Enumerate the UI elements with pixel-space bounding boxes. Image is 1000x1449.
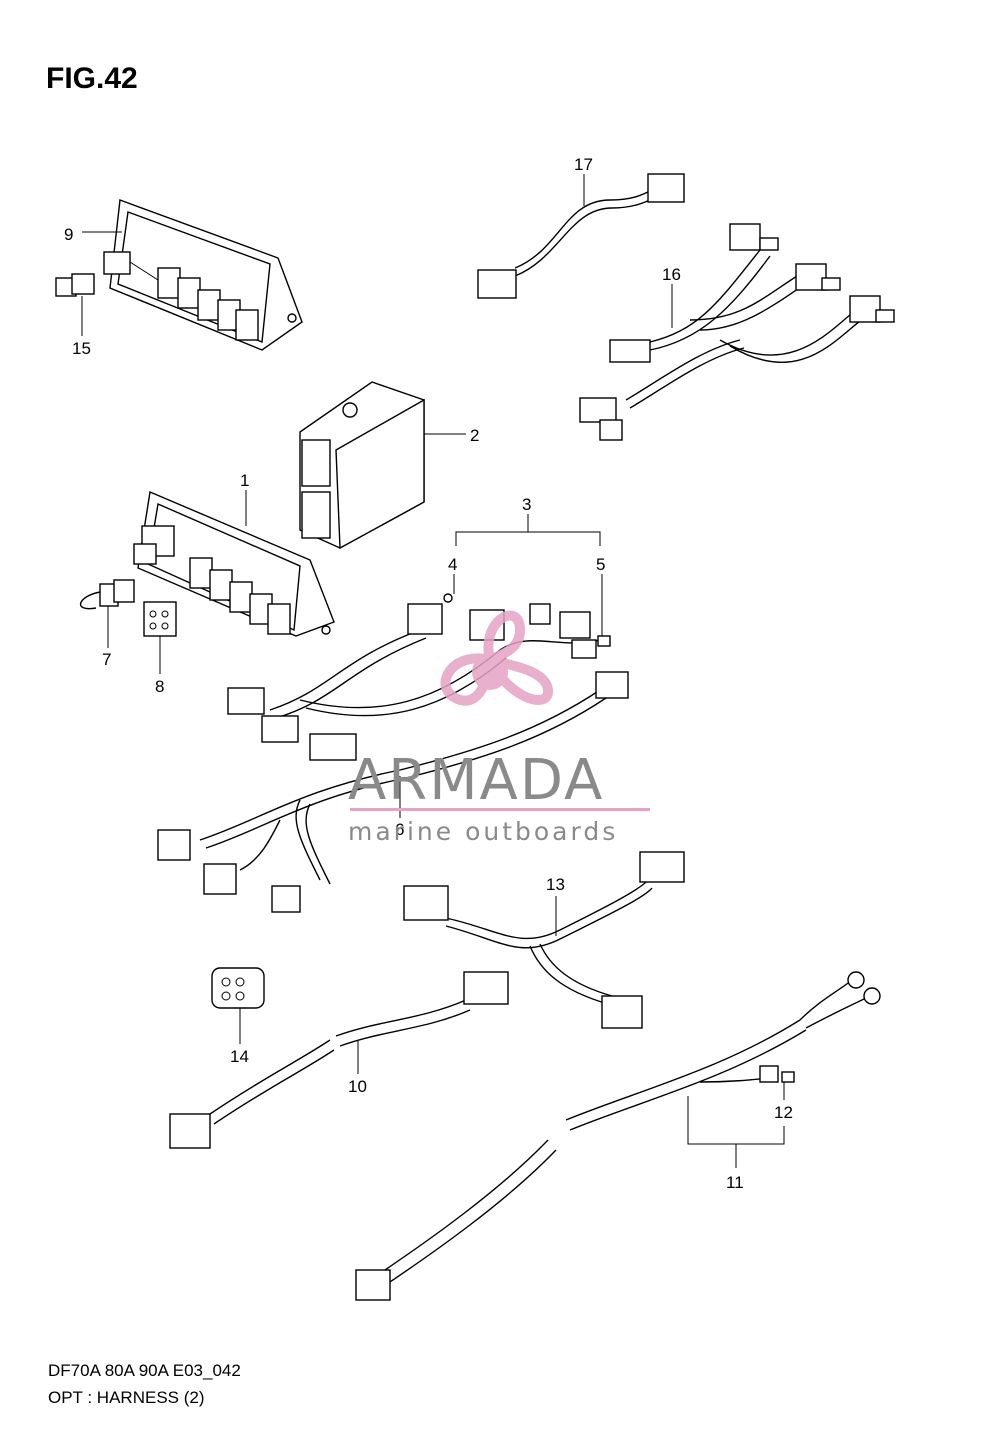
part-2-control-module [299,381,425,550]
callout-9: 9 [64,225,73,244]
watermark-brand: ARMADA [348,748,605,813]
part-14-grommet [211,967,265,1009]
callout-4: 4 [448,555,457,574]
callout-1: 1 [240,471,249,490]
watermark-divider [350,808,650,811]
callout-7: 7 [102,650,111,669]
callout-10: 10 [348,1077,367,1096]
callout-11: 11 [726,1173,744,1192]
part-9-junction-box [103,199,303,351]
watermark-tagline: marine outboards [348,817,619,846]
callout-labels: 1 2 3 4 5 6 7 8 9 10 11 12 13 14 15 16 1… [64,155,793,1192]
callout-2: 2 [470,426,479,445]
part-1-junction-box [133,491,335,637]
callout-5: 5 [596,555,605,574]
model-caption: DF70A 80A 90A E03_042 [48,1361,241,1380]
part-7-connector-with-loop [80,579,135,610]
callout-12: 12 [774,1103,793,1122]
callout-8: 8 [155,677,164,696]
part-8-connector [143,601,177,637]
callout-14: 14 [230,1047,249,1066]
part-13-harness [403,851,685,1029]
callout-15: 15 [72,339,91,358]
part-10-harness [169,971,509,1149]
part-11-battery-cable [355,971,881,1301]
leader-lines [81,174,785,1168]
part-17-harness [477,173,685,299]
section-caption: OPT : HARNESS (2) [48,1388,205,1407]
watermark-logo [440,610,553,706]
part-15-connector [55,273,95,297]
part-16-harness [579,223,895,441]
callout-17: 17 [574,155,593,174]
callout-3: 3 [522,495,531,514]
callout-16: 16 [662,265,681,284]
figure-title: FIG.42 [46,62,138,95]
callout-6: 6 [395,820,404,839]
callout-13: 13 [546,875,565,894]
